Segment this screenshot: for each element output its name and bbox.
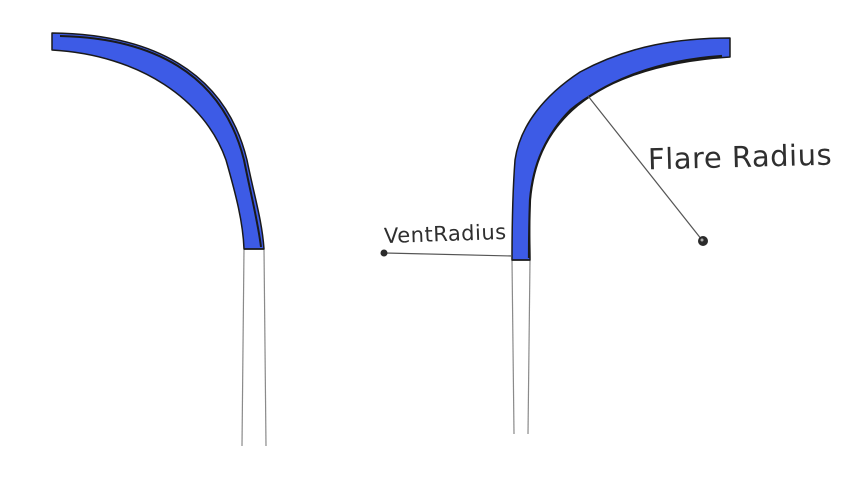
flare-radius-dot-highlight [700,238,704,242]
right-tube-outer-wall [527,259,531,435]
left-port [51,32,267,447]
right-flare-edge [527,54,723,259]
left-tube-inner-wall [241,248,245,447]
right-port [511,37,731,435]
vent-radius-leader [380,249,513,257]
left-flare [51,32,265,250]
left-flare-edge [59,35,262,248]
left-tube-outer-wall [263,248,267,447]
right-tube-inner-wall [511,259,515,435]
right-vent-tube [511,259,531,435]
flare-radius-label: Flare Radius [647,137,833,177]
vent-radius-leader-line [384,252,513,257]
vent-radius-label: VentRadius [383,219,508,249]
flare-radius-leader [587,95,708,246]
vent-radius-dot [380,249,388,257]
left-vent-tube [241,248,267,447]
flare-radius-leader-line [587,95,703,241]
